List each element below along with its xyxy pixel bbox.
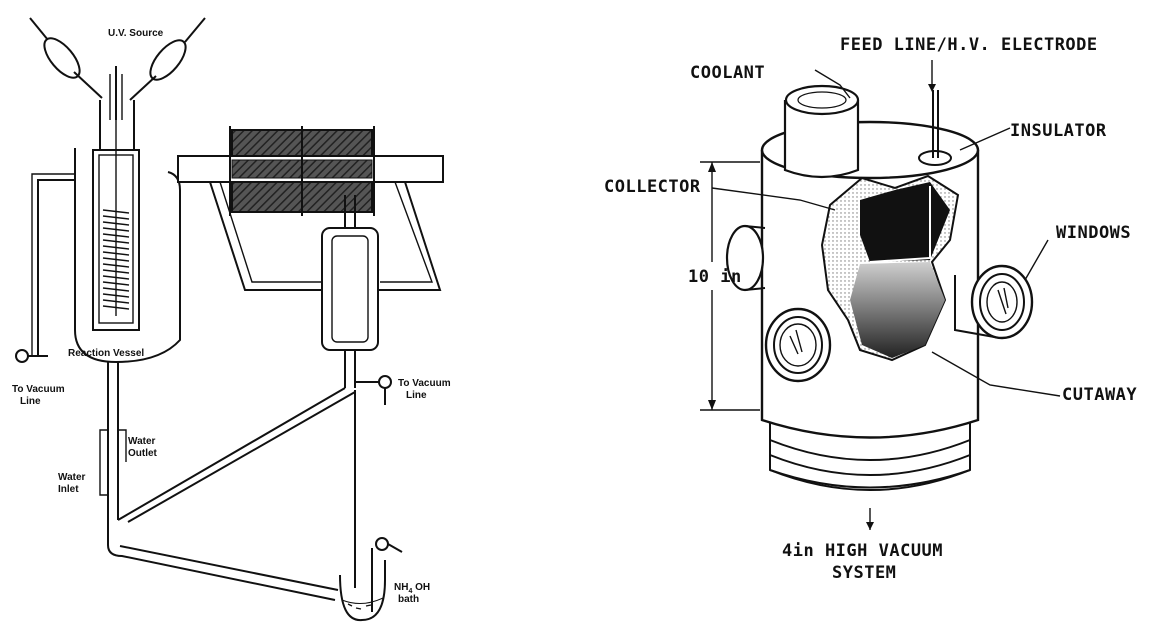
label-windows: WINDOWS <box>1056 223 1131 243</box>
leader-lines <box>711 60 1061 530</box>
cutaway-view <box>820 174 960 362</box>
vacuum-chamber: COOLANT FEED LINE/H.V. ELECTRODE INSULAT… <box>604 35 1137 583</box>
trap-assembly <box>209 181 442 405</box>
feed-line <box>918 90 952 166</box>
label-height: 10 in <box>688 267 742 287</box>
coolant-port <box>783 84 860 179</box>
reaction-vessel <box>74 120 181 364</box>
label-cutaway: CUTAWAY <box>1062 385 1137 405</box>
label-coolant: COOLANT <box>690 63 765 83</box>
right-window <box>954 264 1034 340</box>
label-insulator: INSULATOR <box>1010 121 1107 141</box>
front-window <box>764 307 832 383</box>
label-feed-line: FEED LINE/H.V. ELECTRODE <box>840 35 1098 55</box>
nh4oh-bath <box>339 537 403 622</box>
label-collector: COLLECTOR <box>604 177 701 197</box>
label-reaction-vessel: Reaction Vessel <box>68 348 144 359</box>
left-window <box>725 224 766 292</box>
left-vacuum-pipe <box>15 173 75 363</box>
base-flange <box>769 418 971 491</box>
heated-tube <box>177 126 444 216</box>
height-dimension <box>700 161 760 411</box>
label-uv-source: U.V. Source <box>108 28 164 39</box>
return-pipes <box>99 362 356 601</box>
